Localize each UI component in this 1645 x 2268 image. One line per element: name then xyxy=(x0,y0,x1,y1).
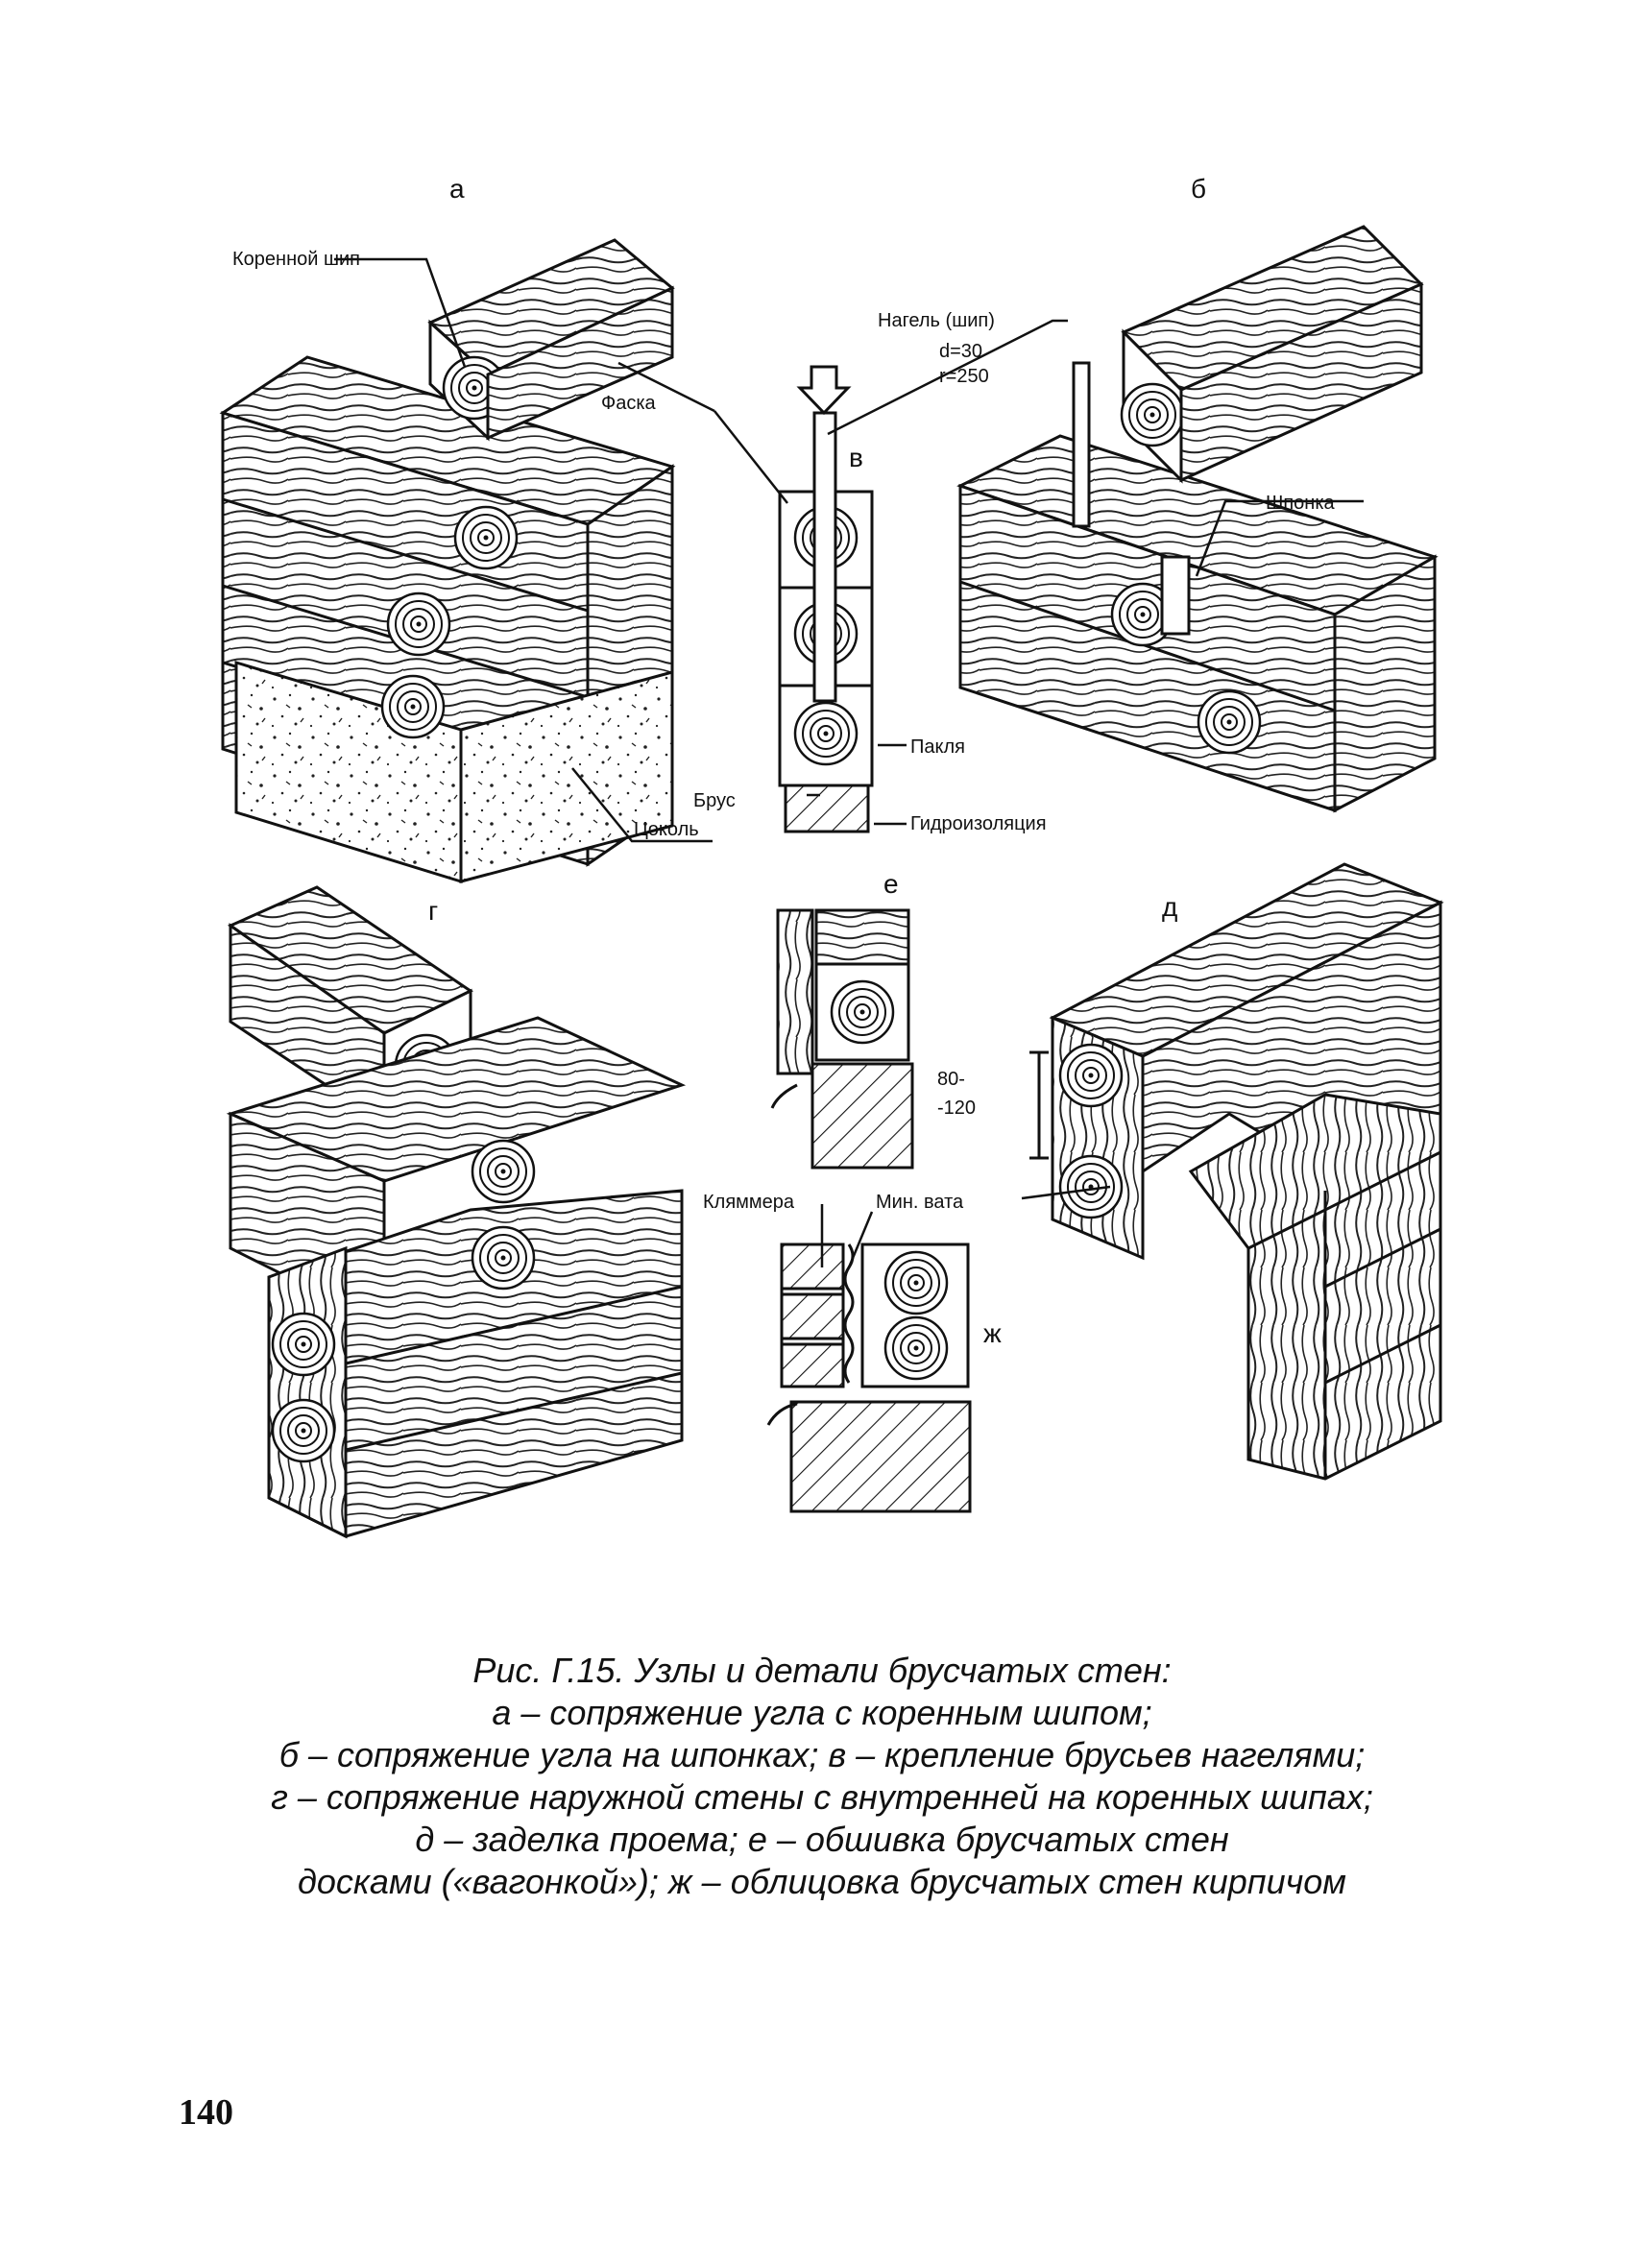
label-nagel-r: r=250 xyxy=(939,366,989,387)
label-nagel: Нагель (шип) xyxy=(878,310,995,331)
panel-d-drawing xyxy=(1029,862,1444,1481)
label-korennoy-ship: Коренной шип xyxy=(232,249,360,270)
caption-line: б – сопряжение угла на шпонках; в – креп… xyxy=(278,1735,1366,1774)
label-min-vata: Мин. вата xyxy=(876,1192,964,1213)
label-gidroizolyatsiya: Гидроизоляция xyxy=(910,813,1047,834)
caption-line: досками («вагонкой»); ж – облицовка брус… xyxy=(298,1862,1346,1901)
panel-letter-b: б xyxy=(1191,174,1206,204)
label-tsokol: Цоколь xyxy=(634,819,699,840)
caption-line: г – сопряжение наружной стены с внутренн… xyxy=(271,1777,1373,1817)
panel-e-drawing xyxy=(770,908,914,1170)
technical-figure: а б в г е д ж Коренной шип Фаска Нагель … xyxy=(219,174,1444,1539)
panel-v-drawing xyxy=(778,365,874,833)
label-shponka: Шпонка xyxy=(1266,493,1336,514)
panel-letter-v: в xyxy=(849,443,863,472)
label-dim-80: 80- xyxy=(937,1069,965,1090)
panel-letter-g: г xyxy=(428,896,438,926)
figure-caption: Рис. Г.15. Узлы и детали брусчатых стен:… xyxy=(150,1650,1494,1903)
caption-line: Рис. Г.15. Узлы и детали брусчатых стен: xyxy=(472,1651,1172,1690)
label-faska: Фаска xyxy=(601,393,657,414)
panel-b-drawing xyxy=(956,225,1439,813)
panel-a-drawing xyxy=(219,238,676,884)
label-nagel-d: d=30 xyxy=(939,341,982,362)
page-number: 140 xyxy=(179,2092,233,2133)
panel-g-drawing xyxy=(226,885,687,1539)
panel-letter-a: а xyxy=(449,174,465,204)
panel-letter-e: е xyxy=(883,869,899,899)
caption-line: д – заделка проема; е – обшивка брусчаты… xyxy=(415,1820,1229,1859)
panel-letter-d: д xyxy=(1162,892,1177,922)
label-paklya: Пакля xyxy=(910,736,965,758)
label-brus: Брус xyxy=(693,790,736,811)
leader-lines xyxy=(334,257,1364,1268)
caption-line: а – сопряжение угла с коренным шипом; xyxy=(492,1693,1152,1732)
label-klyammera: Кляммера xyxy=(703,1192,795,1213)
label-dim-120: -120 xyxy=(937,1098,976,1119)
panel-letter-zh: ж xyxy=(983,1318,1002,1348)
panel-zh-drawing xyxy=(766,1243,972,1513)
